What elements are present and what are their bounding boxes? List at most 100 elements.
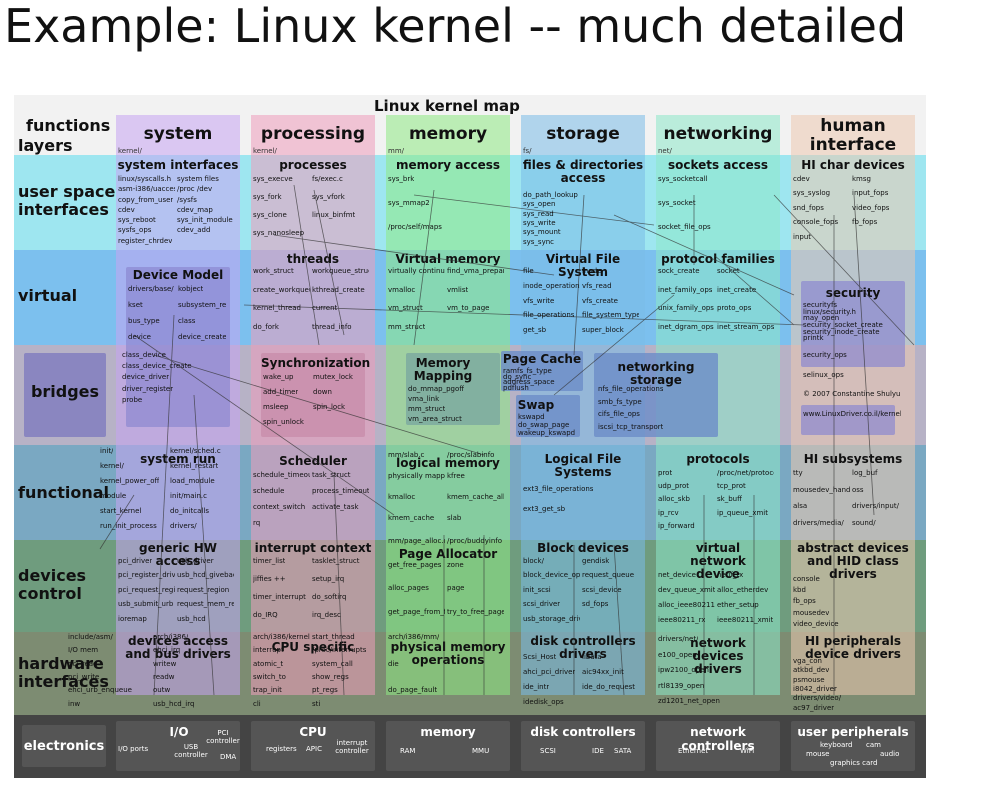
diskdrv-label: aic94xx_init [582, 668, 624, 676]
sysint-label: sysfs_ops [118, 226, 152, 235]
proto-label: unix_family_ops [658, 304, 714, 312]
hiper-label: i8042_driver [793, 685, 837, 693]
hiper-label: ac97_driver [793, 703, 835, 712]
hw-io-ports: I/O ports [118, 745, 149, 753]
blk-label: block/ [523, 557, 544, 565]
irqctx-label: timer_list [253, 557, 286, 565]
security-label: security_inode_create [803, 327, 880, 336]
memacc-label: sys_brk [388, 175, 415, 183]
cpus-label: switch_to [253, 673, 286, 681]
sec-hi-subsystems: HI subsystems [803, 452, 903, 466]
hichar-label: cdev [793, 175, 810, 183]
palloc-label: mm/page_alloc.c [388, 537, 445, 545]
vfs-label: file [523, 267, 534, 275]
hichar-label: console_fops [793, 218, 839, 227]
corner-layers: layers [18, 136, 73, 155]
devmodel-label: bus_type [128, 317, 160, 325]
hw-apic: APIC [306, 745, 322, 753]
cpus-label: start_thread [312, 633, 355, 641]
protocols-label: ip_queue_xmit [717, 508, 768, 517]
col-path-storage: fs/ [523, 147, 532, 155]
files-label: sys_write [523, 219, 556, 227]
sec-block-devices: Block devices [537, 541, 629, 555]
threads-label: kernel_thread [253, 304, 301, 312]
hw-pci-controller: PCI controller [206, 729, 240, 745]
layer-virtual: virtual [18, 286, 78, 305]
col-path-system: kernel/ [118, 147, 142, 155]
sec-device-model: Device Model [132, 268, 224, 282]
logmem-label: slab [447, 514, 462, 522]
pcache-label: pdflush [503, 383, 529, 392]
threads-label: do_fork [253, 322, 279, 331]
sec-virtual-memory: Virtual memory [395, 252, 501, 266]
hisub-label: tty [793, 469, 803, 477]
palloc-label: try_to_free_pages [447, 607, 504, 616]
diskdrv-label: ahci_pci_driver [523, 668, 576, 676]
devacc-label: pci_read [68, 659, 98, 668]
protocols-label: udp_prot [658, 482, 690, 491]
cpus-label: trap_init [253, 686, 282, 695]
hw-cpu-box [251, 721, 375, 771]
devacc-label: arch/i386/ [153, 633, 189, 641]
layer-devices-control: devices control [18, 566, 87, 603]
hw-cpu: CPU [299, 725, 327, 739]
security-label: security_socket_create [803, 321, 883, 329]
hisub-label: alsa [793, 502, 808, 510]
absdev-label: mousedev [793, 608, 830, 617]
security_ext-label: www.LinuxDriver.co.il/kernel_map [803, 409, 901, 418]
palloc-label: page [447, 584, 465, 592]
sysint-label: cdev [118, 205, 135, 214]
sysrun-label: kernel_restart [170, 462, 219, 470]
sync-label: spin_unlock [263, 418, 304, 426]
proto-label: inet_stream_ops [717, 322, 774, 331]
sync-label: msleep [263, 403, 289, 411]
bridges-label: driver_register [122, 384, 174, 393]
layer-hardware-interfaces: hardware interfaces [18, 654, 109, 691]
sysint-label: system files [177, 175, 219, 183]
protocols-label: /proc/net/protocols [717, 469, 774, 477]
mmap-label: mm_struct [408, 405, 446, 413]
col-head-networking: networking [663, 124, 773, 144]
sec-protocols: protocols [686, 452, 750, 466]
proc-label: sys_fork [253, 193, 282, 201]
ghw-label: usb_submit_urb [118, 600, 174, 609]
vnet-label: ieee80211_xmit [717, 616, 774, 624]
sched-label: schedule_timeout [253, 471, 310, 479]
hichar-label: fb_fops [852, 218, 878, 227]
proto-label: socket [717, 267, 740, 275]
cpus-label: atomic_t [253, 659, 284, 668]
corner-functions: functions [26, 116, 111, 135]
vmem-label: vmlist [447, 285, 469, 294]
blk-label: scsi_device [582, 585, 622, 594]
layer-user-space: user space interfaces [18, 182, 116, 219]
threads-label: thread_info [312, 322, 352, 331]
protocols-label: prot [658, 469, 673, 477]
irqctx-label: do_IRQ [253, 611, 278, 619]
mmap-label: vma_link [408, 395, 440, 403]
devacc-label: ehci_urb_enqueue [68, 686, 132, 695]
vfs-label: vfs_read [582, 281, 612, 290]
devacc-label: outw [153, 686, 171, 695]
sysint-label: register_chrdev [118, 236, 173, 245]
netdrv-label: rtl8139_open [658, 681, 705, 690]
logmem-label: physically mapped memory [388, 472, 445, 480]
hisub-label: mousedev_handler [793, 485, 850, 494]
swap-label: kswapd [518, 413, 545, 421]
logmem-label: kmem_cache [388, 514, 435, 522]
sysint-label: asm-i386/uaccess.h [118, 185, 175, 194]
absdev-label: kbd [793, 586, 806, 595]
hardware-bus: electronics I/O I/O ports USB controller… [14, 715, 926, 778]
sysrun-label: kernel/sched.c [170, 447, 221, 455]
vnet-label: dev_queue_xmit [658, 586, 715, 594]
pcache-label: ramfs_fs_type [503, 367, 552, 375]
absdev-label: fb_ops [793, 597, 816, 606]
hiper-label: psmouse [793, 675, 825, 684]
hw-ide: IDE [592, 747, 604, 755]
hiper-label: drivers/video/ [793, 694, 842, 703]
hw-io: I/O [169, 725, 189, 739]
slide-title: Example: Linux kernel -- much detailed [4, 0, 907, 53]
netstor-label: iscsi_tcp_transport [598, 422, 664, 431]
blk-label: block_device_operations [523, 571, 580, 580]
sched-label: rq [253, 519, 261, 527]
sock-label: sys_socketcall [658, 175, 708, 183]
